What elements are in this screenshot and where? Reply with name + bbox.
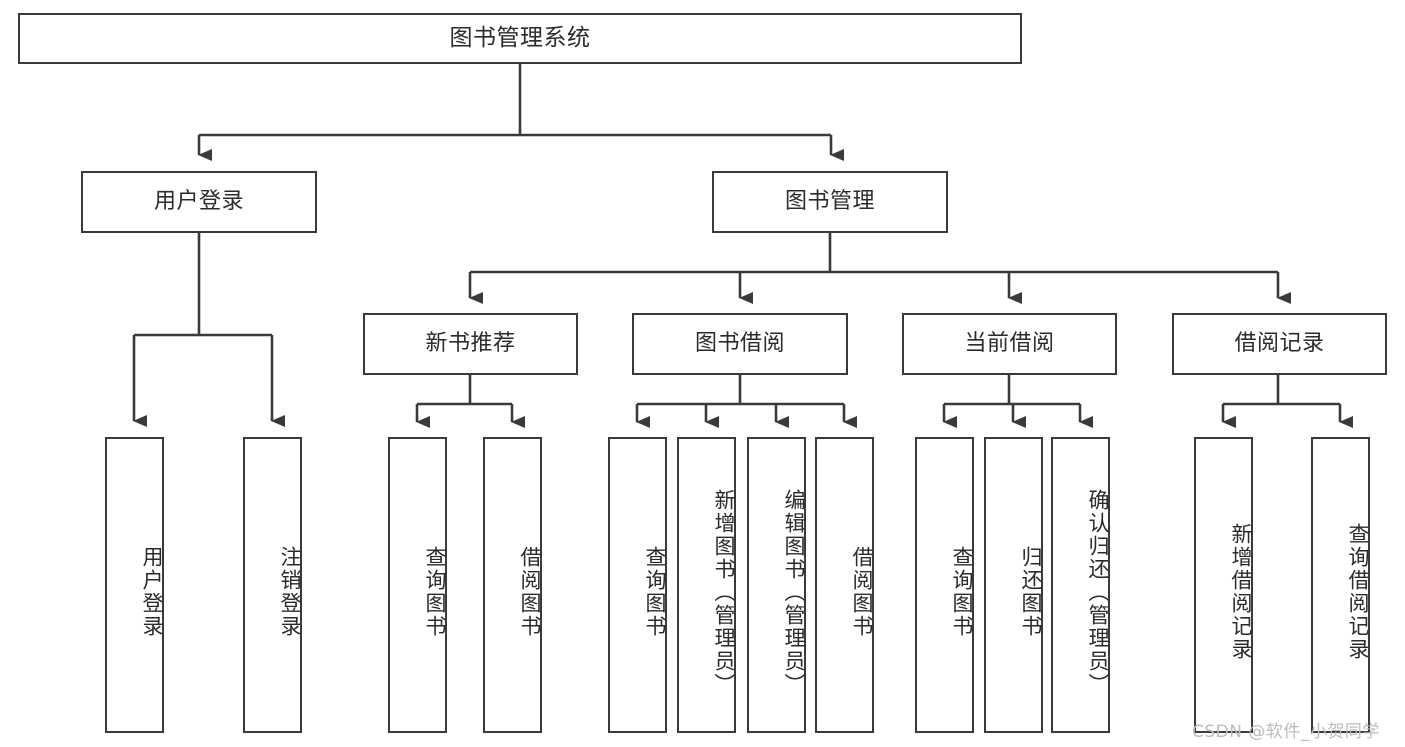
node-label: 借阅图书 <box>518 546 542 638</box>
node-label: 用户登录 <box>153 188 244 214</box>
node-label: 新增借阅记录 <box>1229 523 1253 661</box>
leaf-user-logout[interactable]: 注销登录 <box>243 437 302 733</box>
node-label: 图书管理 <box>784 188 875 214</box>
node-label: 查询图书 <box>950 546 974 638</box>
node-root-book-management-system[interactable]: 图书管理系统 <box>18 13 1022 64</box>
node-label: 新书推荐 <box>425 330 516 356</box>
leaf-borrow-book[interactable]: 借阅图书 <box>815 437 874 733</box>
node-label: 新增图书（管理员） <box>712 488 736 696</box>
node-label: 图书管理系统 <box>449 24 591 51</box>
node-user-login[interactable]: 用户登录 <box>81 171 317 233</box>
leaf-user-login[interactable]: 用户登录 <box>105 437 164 733</box>
node-book-borrow[interactable]: 图书借阅 <box>632 313 848 375</box>
node-label: 确认归还（管理员） <box>1086 488 1110 696</box>
node-label: 查询图书 <box>643 546 667 638</box>
node-new-book-recommend[interactable]: 新书推荐 <box>363 313 578 375</box>
csdn-watermark: CSDN @软件_小贺同学 <box>1192 722 1380 742</box>
leaf-borrow-book-recommend[interactable]: 借阅图书 <box>483 437 542 733</box>
node-label: 注销登录 <box>278 546 302 638</box>
leaf-query-book-current[interactable]: 查询图书 <box>915 437 974 733</box>
node-book-manage[interactable]: 图书管理 <box>712 171 948 233</box>
leaf-query-book-recommend[interactable]: 查询图书 <box>388 437 447 733</box>
node-label: 图书借阅 <box>694 330 785 356</box>
node-label: 归还图书 <box>1019 546 1043 638</box>
node-label: 借阅图书 <box>850 546 874 638</box>
leaf-edit-book-admin[interactable]: 编辑图书（管理员） <box>747 437 806 733</box>
node-label: 当前借阅 <box>964 330 1055 356</box>
node-label: 查询借阅记录 <box>1346 523 1370 661</box>
leaf-return-book[interactable]: 归还图书 <box>984 437 1043 733</box>
node-current-borrow[interactable]: 当前借阅 <box>902 313 1117 375</box>
node-label: 编辑图书（管理员） <box>782 488 806 696</box>
leaf-add-book-admin[interactable]: 新增图书（管理员） <box>677 437 736 733</box>
node-label: 借阅记录 <box>1234 330 1325 356</box>
leaf-add-borrow-record[interactable]: 新增借阅记录 <box>1194 437 1253 733</box>
node-label: 查询图书 <box>423 546 447 638</box>
leaf-query-borrow-record[interactable]: 查询借阅记录 <box>1311 437 1370 733</box>
leaf-confirm-return-admin[interactable]: 确认归还（管理员） <box>1051 437 1110 733</box>
leaf-query-book-borrow[interactable]: 查询图书 <box>608 437 667 733</box>
node-borrow-record[interactable]: 借阅记录 <box>1172 313 1387 375</box>
node-label: 用户登录 <box>140 546 164 638</box>
